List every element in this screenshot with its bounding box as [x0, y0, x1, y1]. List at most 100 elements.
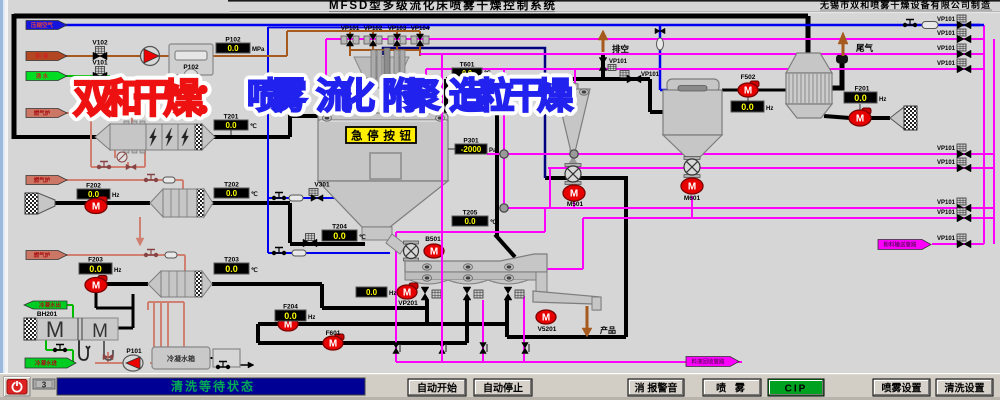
svg-text:料 液: 料 液: [36, 52, 49, 60]
svg-text:冷凝水进: 冷凝水进: [35, 359, 58, 367]
svg-text:V301: V301: [314, 182, 330, 189]
svg-text:尾气: 尾气: [855, 43, 874, 53]
svg-text:无锡市双和喷雾干燥设备有限公司制造: 无锡市双和喷雾干燥设备有限公司制造: [819, 0, 991, 10]
svg-text:VP101: VP101: [937, 210, 956, 216]
svg-text:Hz: Hz: [389, 291, 396, 297]
svg-text:3: 3: [42, 381, 47, 390]
svg-text:Pa: Pa: [489, 148, 497, 154]
svg-text:VP104: VP104: [411, 25, 430, 32]
svg-text:造粒干燥: 造粒干燥: [449, 75, 574, 116]
svg-text:M: M: [744, 86, 752, 97]
svg-text:F502: F502: [741, 74, 756, 81]
svg-text:喷 雾: 喷 雾: [716, 382, 748, 395]
svg-text:排空: 排空: [612, 44, 630, 54]
svg-text:B501: B501: [425, 236, 441, 243]
svg-text:℃: ℃: [251, 267, 258, 274]
svg-text:BH201: BH201: [37, 311, 58, 318]
svg-text:自动开始: 自动开始: [417, 382, 457, 395]
svg-text:0.0: 0.0: [366, 288, 378, 297]
svg-text:M: M: [570, 189, 578, 200]
svg-text:℃: ℃: [359, 234, 366, 241]
svg-text:清洗设置: 清洗设置: [945, 382, 985, 395]
svg-text:流化: 流化: [316, 75, 375, 116]
svg-text:0.0: 0.0: [284, 311, 297, 321]
svg-text:压缩空气: 压缩空气: [31, 21, 54, 29]
svg-text:Hz: Hz: [114, 268, 121, 274]
svg-text:T202: T202: [224, 182, 239, 189]
svg-text:M: M: [688, 182, 696, 193]
svg-text:VP101: VP101: [937, 46, 956, 52]
svg-text:0.0: 0.0: [225, 264, 238, 274]
svg-text:VP101: VP101: [341, 25, 360, 32]
svg-text:F203: F203: [88, 257, 103, 264]
svg-text:流化: 流化: [316, 75, 375, 116]
svg-text:VP101: VP101: [937, 61, 956, 67]
svg-text:℃: ℃: [250, 123, 257, 130]
svg-text:双和干燥：: 双和干燥：: [73, 77, 233, 121]
svg-text:M501: M501: [567, 201, 584, 208]
svg-text:料液回收管路: 料液回收管路: [691, 358, 725, 366]
svg-text:VP101: VP101: [937, 200, 956, 206]
svg-text:0.0: 0.0: [88, 190, 100, 199]
svg-text:P102: P102: [183, 64, 199, 71]
svg-text:喷雾: 喷雾: [247, 75, 308, 116]
svg-text:VP103: VP103: [388, 25, 407, 32]
svg-text:VP101: VP101: [609, 59, 628, 65]
svg-text:P101: P101: [126, 348, 142, 355]
svg-text:VP102: VP102: [364, 25, 383, 32]
svg-text:喷雾设置: 喷雾设置: [882, 382, 922, 395]
svg-text:VP101: VP101: [937, 160, 956, 166]
svg-text:T601: T601: [460, 62, 475, 69]
svg-text:F204: F204: [283, 304, 298, 311]
svg-text:造粒干燥: 造粒干燥: [449, 75, 574, 116]
svg-text:0.0: 0.0: [333, 231, 346, 241]
svg-text:F201: F201: [855, 86, 870, 93]
svg-text:Hz: Hz: [308, 315, 315, 321]
svg-text:VP101: VP101: [937, 17, 956, 23]
svg-text:0.0: 0.0: [225, 121, 237, 130]
svg-text:0.0: 0.0: [741, 102, 754, 112]
svg-text:V102: V102: [92, 40, 108, 47]
svg-text:产品: 产品: [600, 325, 616, 335]
svg-text:喷雾: 喷雾: [247, 75, 308, 116]
svg-text:T204: T204: [332, 224, 347, 231]
svg-text:V101: V101: [92, 60, 108, 67]
svg-text:M: M: [542, 313, 550, 324]
svg-text:双和干燥：: 双和干燥：: [73, 77, 233, 121]
svg-text:M: M: [430, 247, 438, 258]
svg-text:0.0: 0.0: [227, 44, 239, 53]
svg-text:冷凝水出: 冷凝水出: [39, 301, 62, 309]
svg-text:V5201: V5201: [538, 326, 557, 333]
svg-text:M: M: [329, 339, 337, 350]
svg-text:0.0: 0.0: [854, 93, 867, 103]
svg-text:T201: T201: [224, 114, 239, 121]
svg-text:MFSD型多级流化床喷雾干燥控制系统: MFSD型多级流化床喷雾干燥控制系统: [329, 0, 556, 12]
svg-text:M: M: [92, 281, 100, 292]
svg-text:燃气炉: 燃气炉: [34, 251, 51, 259]
svg-text:CIP: CIP: [785, 384, 808, 395]
svg-text:清 水: 清 水: [36, 72, 49, 80]
svg-text:Hz: Hz: [766, 106, 773, 112]
svg-text:冷凝水箱: 冷凝水箱: [167, 354, 195, 363]
svg-text:0.0: 0.0: [226, 189, 238, 198]
svg-text:℃: ℃: [490, 219, 497, 226]
svg-text:VP101: VP101: [937, 146, 956, 152]
svg-text:燃气炉: 燃气炉: [34, 176, 51, 184]
svg-text:0.0: 0.0: [462, 70, 472, 77]
svg-text:VP201: VP201: [398, 300, 418, 307]
svg-text:P301: P301: [463, 138, 479, 145]
svg-text:粉料输送管路: 粉料输送管路: [883, 241, 917, 249]
svg-text:MPa: MPa: [252, 47, 265, 53]
svg-text:M: M: [403, 288, 411, 299]
svg-text:M: M: [284, 320, 292, 331]
svg-text:P102: P102: [225, 37, 241, 44]
svg-text:F202: F202: [86, 183, 101, 190]
svg-text:VP101: VP101: [937, 31, 956, 37]
svg-text:M: M: [46, 317, 64, 342]
svg-text:附聚: 附聚: [382, 75, 441, 116]
svg-text:自动停止: 自动停止: [483, 382, 523, 395]
svg-text:℃: ℃: [484, 70, 491, 77]
svg-text:T203: T203: [224, 257, 239, 264]
svg-text:消 报警音: 消 报警音: [635, 382, 678, 395]
svg-text:-2000: -2000: [461, 145, 482, 154]
